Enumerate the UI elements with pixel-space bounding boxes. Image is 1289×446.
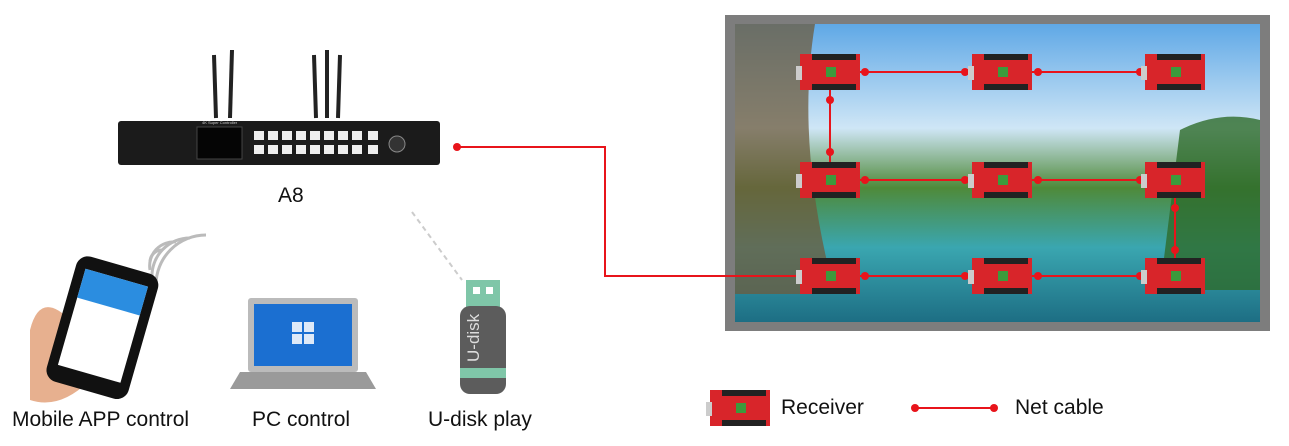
- mobile-phone-icon: [30, 256, 159, 403]
- controller-panel-title: 4K Super Controller: [202, 120, 238, 125]
- receiver-card: [796, 54, 860, 90]
- cable-connectors: [453, 68, 1179, 280]
- u-disk-icon: [460, 280, 506, 394]
- receiver-card: [1141, 54, 1205, 90]
- receiver-card: [968, 162, 1032, 198]
- controller-label: A8: [278, 184, 304, 207]
- u-disk-text: U-disk: [464, 313, 483, 362]
- u-disk-play-label: U-disk play: [428, 408, 532, 431]
- receiver-card: [968, 54, 1032, 90]
- receiver-card: [968, 258, 1032, 294]
- laptop-icon: [230, 298, 376, 389]
- receiver-card: [1141, 258, 1205, 294]
- receiver-card: [796, 258, 860, 294]
- usb-link: [411, 211, 463, 281]
- wireless-signal-icon: [148, 233, 207, 286]
- receiver-card: [796, 162, 860, 198]
- legend-receiver-label: Receiver: [781, 396, 864, 419]
- receiver-card: [1141, 162, 1205, 198]
- mobile-app-control-label: Mobile APP control: [12, 408, 190, 431]
- legend-net-cable-icon: [911, 404, 998, 412]
- legend-receiver-icon: [706, 390, 770, 426]
- pc-control-label: PC control: [252, 408, 351, 431]
- legend-net-cable-label: Net cable: [1015, 396, 1104, 419]
- a8-controller: [118, 49, 440, 165]
